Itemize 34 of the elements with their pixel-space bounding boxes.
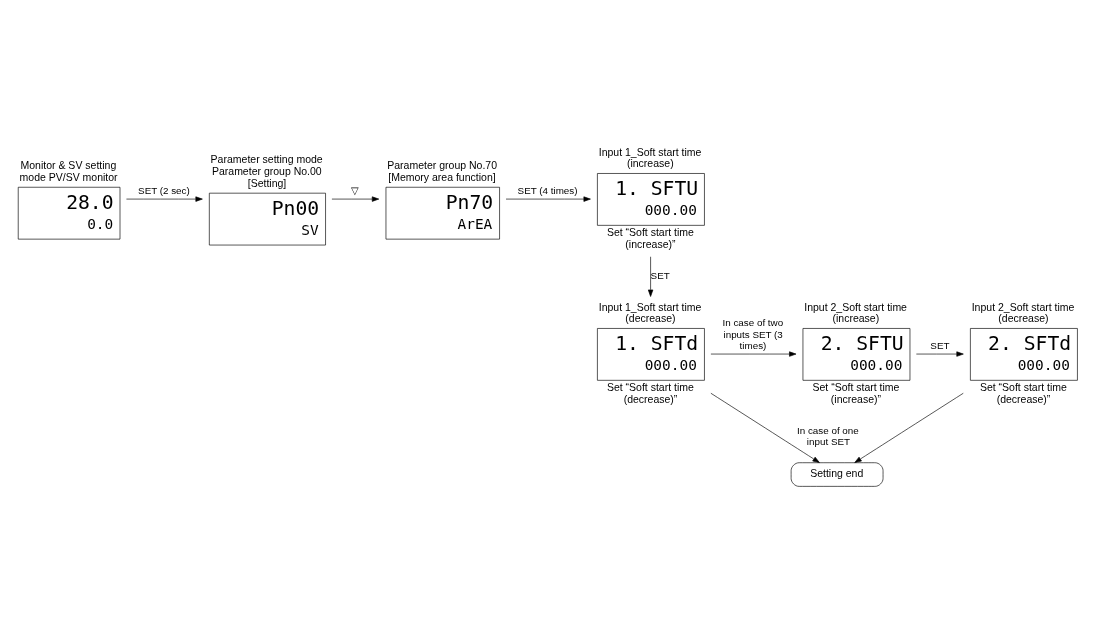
node-label: Set “Soft start time (increase)” xyxy=(606,225,694,250)
edge-label: SET xyxy=(930,339,950,351)
node-box: 1. SFTU 000.00 xyxy=(597,172,705,226)
node-label: Input 2_Soft start time (increase) xyxy=(804,300,907,324)
node-label: Input 1_Soft start time (increase) xyxy=(598,145,702,169)
edge-label: SET (4 times) xyxy=(517,184,578,196)
node-label: Set “Soft start time (increase)” xyxy=(812,380,900,405)
edge-label: ▽ xyxy=(351,184,360,196)
arrow xyxy=(505,195,591,202)
arrow xyxy=(647,255,654,297)
arrow xyxy=(710,392,820,463)
edge-label: In case of two inputs SET (3 times) xyxy=(722,316,784,351)
node-box: 2. SFTU 000.00 xyxy=(802,327,911,381)
arrow xyxy=(710,350,797,357)
node-label: Input 2_Soft start time (decrease) xyxy=(971,300,1075,324)
node-box: 1. SFTd 000.00 xyxy=(597,327,705,381)
node-label: Set “Soft start time (decrease)” xyxy=(979,380,1067,405)
edge-label: SET (2 sec) xyxy=(138,184,190,196)
arrow xyxy=(331,195,380,202)
arrow xyxy=(126,195,203,202)
edge-label: In case of one input SET xyxy=(797,424,859,447)
node-label: Parameter setting mode Parameter group No.00 [Setting] xyxy=(210,152,323,189)
edge-label: SET xyxy=(650,269,670,281)
node-box: 28.0 0.0 xyxy=(17,186,121,239)
node-label: Monitor & SV setting mode PV/SV monitor xyxy=(19,158,118,183)
node-box: Setting end xyxy=(790,461,884,487)
node-label: Input 1_Soft start time (decrease) xyxy=(598,300,702,324)
node-label: Parameter group No.70 [Memory area function] xyxy=(387,158,498,183)
node-box: Pn00 SV xyxy=(209,192,326,245)
arrow xyxy=(916,350,964,357)
node-box: 2. SFTd 000.00 xyxy=(970,327,1078,381)
node-label: Set “Soft start time (decrease)” xyxy=(606,380,694,405)
arrow xyxy=(854,392,964,463)
node-box: Pn70 ArEA xyxy=(385,186,500,239)
